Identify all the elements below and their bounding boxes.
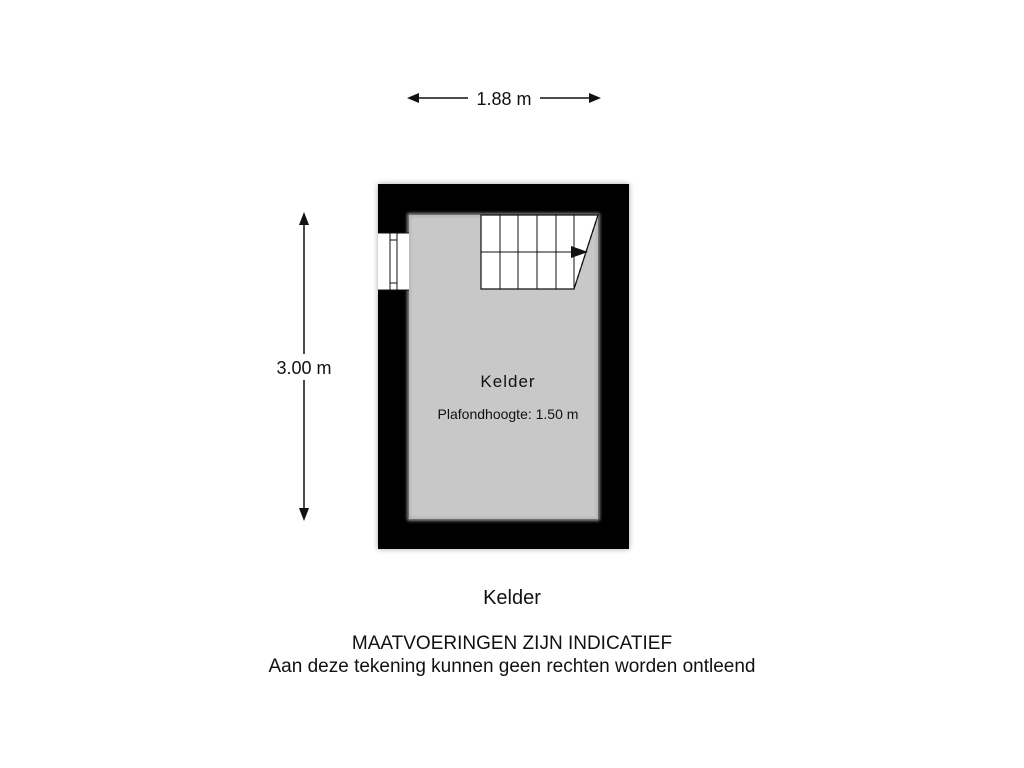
staircase — [480, 214, 599, 290]
width-dimension-label: 1.88 m — [476, 89, 531, 109]
room-name: Kelder — [480, 372, 535, 391]
height-dimension-label: 3.00 m — [276, 358, 331, 378]
floor-name: Kelder — [483, 587, 541, 609]
width-arrow-left-icon — [407, 93, 419, 103]
disclaimer-line-1: MAATVOERINGEN ZIJN INDICATIEF — [351, 633, 673, 654]
room-ceiling-height: Plafondhoogte: 1.50 m — [438, 406, 579, 422]
window — [378, 232, 409, 291]
stair-direction-arrow-icon — [571, 246, 588, 258]
width-dimension: 1.88 m — [407, 89, 601, 109]
height-dimension: 3.00 m — [268, 212, 340, 521]
width-arrow-right-icon — [589, 93, 601, 103]
height-arrow-up-icon — [299, 212, 309, 225]
height-arrow-down-icon — [299, 508, 309, 521]
disclaimer-line-2: Aan deze tekening kunnen geen rechten wo… — [268, 656, 756, 677]
